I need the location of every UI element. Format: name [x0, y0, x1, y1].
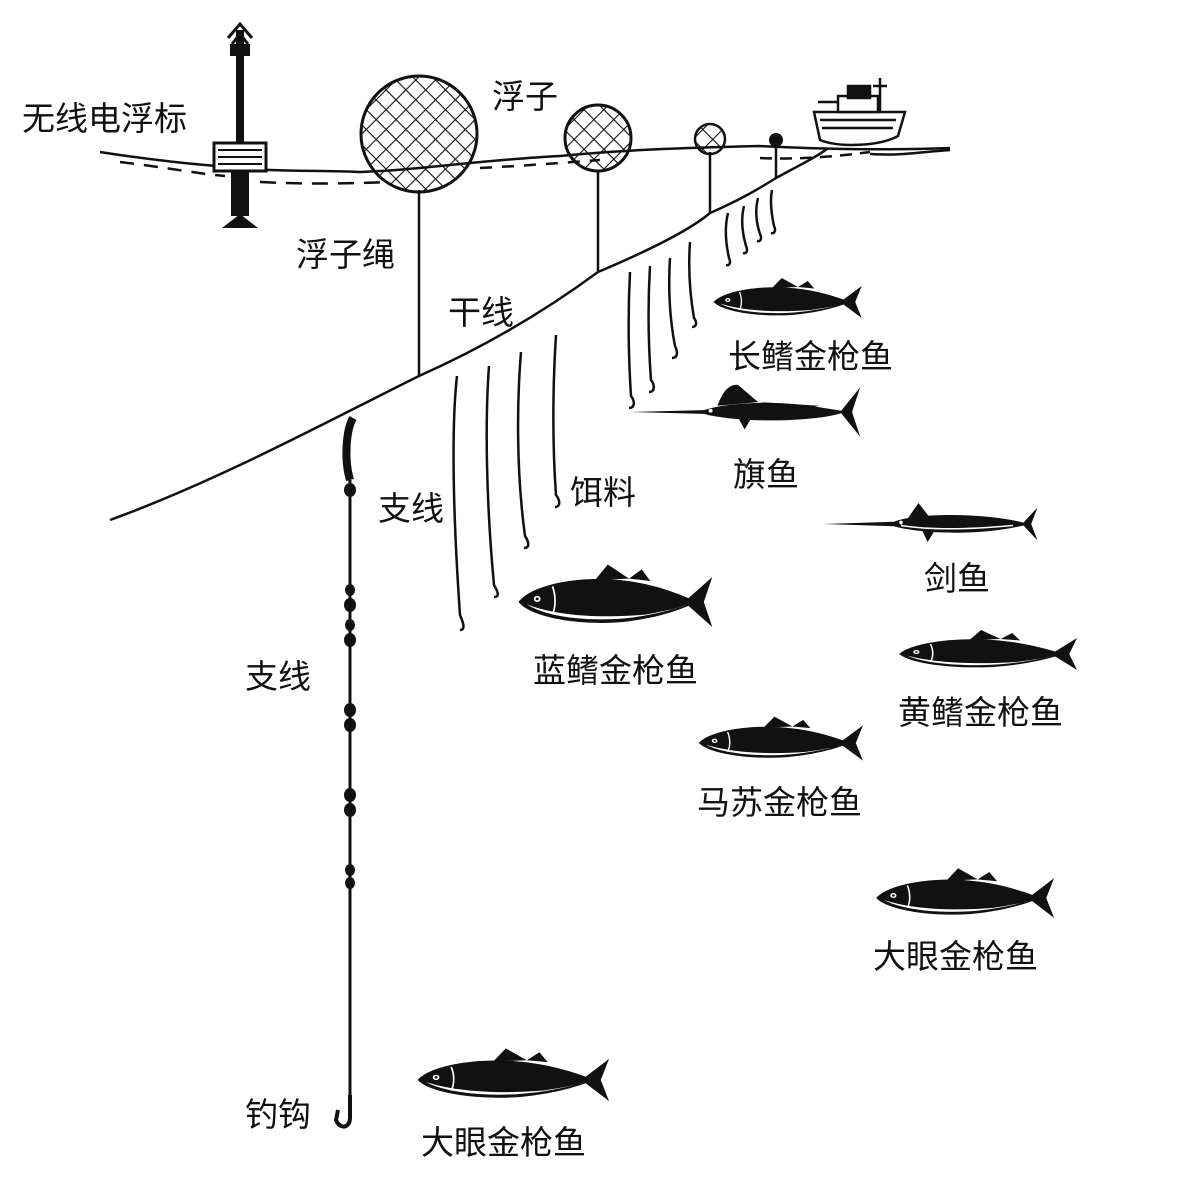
float-icon — [769, 133, 783, 147]
main-line-label: 干线 — [448, 293, 514, 332]
bigeye-tuna-icon — [875, 867, 1055, 919]
southern-bluefin-tuna-icon — [698, 715, 864, 762]
fish-label-southern-bluefin: 马苏金枪鱼 — [697, 783, 862, 822]
float-line-label: 浮子绳 — [296, 235, 395, 274]
main-line — [109, 146, 829, 522]
fish-label-sailfish: 旗鱼 — [733, 455, 799, 494]
bait-label: 饵料 — [570, 473, 636, 512]
hook-label: 钓钩 — [245, 1095, 311, 1134]
albacore-tuna-icon — [712, 277, 863, 319]
hook-icon — [333, 1095, 352, 1129]
float-icon — [563, 103, 633, 173]
float-icon — [359, 74, 479, 194]
fish-label-bigeye: 大眼金枪鱼 — [873, 937, 1038, 976]
fish-label-swordfish: 剑鱼 — [924, 559, 990, 598]
fish-label-albacore: 长鳍金枪鱼 — [728, 337, 893, 376]
bigeye-tuna-icon — [416, 1047, 610, 1102]
branch-lines — [452, 189, 777, 632]
swordfish-icon — [823, 502, 1039, 543]
bluefin-tuna-icon — [517, 563, 714, 628]
float-icon — [693, 122, 727, 156]
long-branch-line — [342, 415, 357, 1100]
fish-label-bluefin: 蓝鳍金枪鱼 — [533, 651, 698, 690]
fish-label-bigeye: 大眼金枪鱼 — [421, 1123, 586, 1162]
fishing-vessel-icon — [812, 78, 907, 147]
yellowfin-tuna-icon — [898, 629, 1078, 671]
radio-buoy-icon — [212, 21, 268, 228]
sailfish-icon — [629, 384, 861, 437]
radio-buoy-label: 无线电浮标 — [22, 99, 187, 138]
fish-label-yellowfin: 黄鳍金枪鱼 — [898, 693, 1063, 732]
long-branch-line-label: 支线 — [245, 657, 311, 696]
branch-line-label: 支线 — [378, 489, 444, 528]
float-label: 浮子 — [492, 77, 558, 116]
